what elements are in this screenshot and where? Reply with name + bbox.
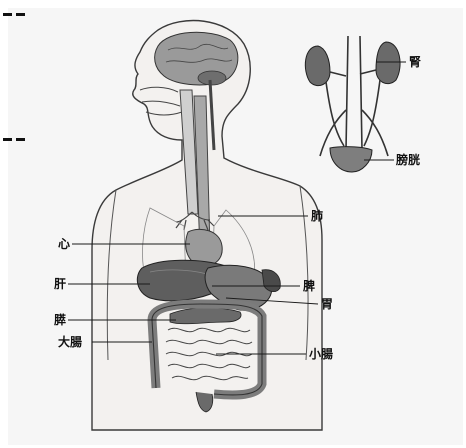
kidney-inset [305, 36, 400, 172]
label-bladder: 膀胱 [396, 153, 420, 167]
label-small-intestine: 小腸 [309, 347, 333, 361]
label-spleen: 脾 [303, 279, 315, 293]
label-pancreas: 膵 [54, 313, 66, 327]
label-stomach: 胃 [321, 297, 333, 311]
brain [155, 32, 238, 85]
label-heart: 心 [58, 237, 70, 251]
label-large-intestine: 大腸 [58, 335, 82, 349]
label-lung: 肺 [311, 209, 323, 223]
label-kidney: 腎 [409, 55, 421, 69]
label-liver: 肝 [54, 277, 66, 291]
